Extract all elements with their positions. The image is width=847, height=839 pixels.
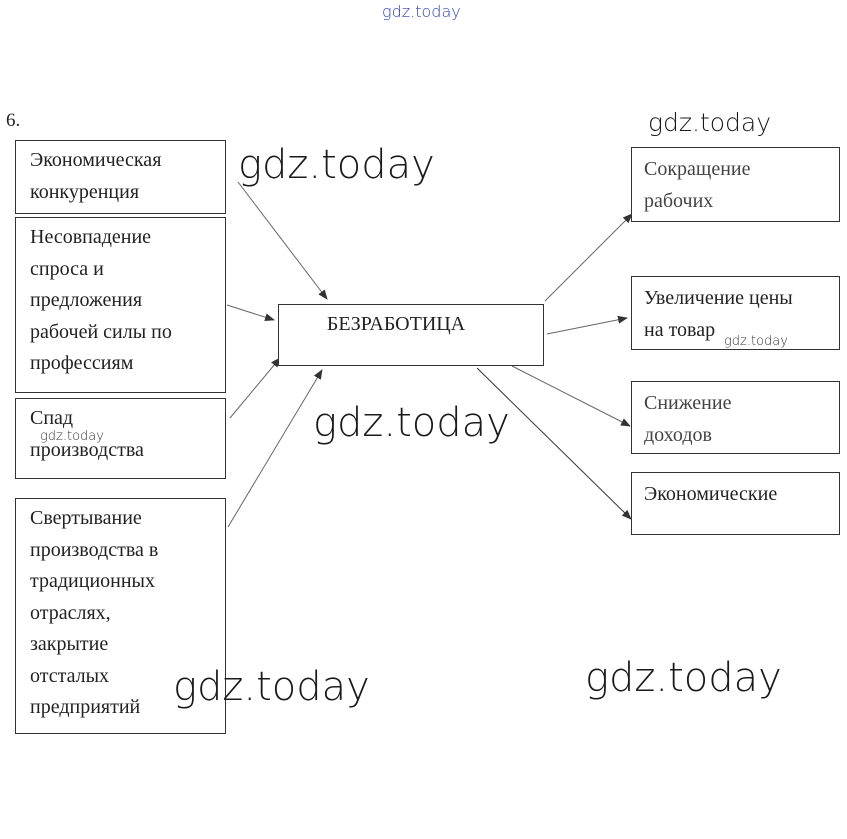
watermark-1: gdz.today [238, 142, 435, 188]
arrow-cause-2 [226, 304, 275, 322]
cause-box-industry-closure: Свертывание производства в традиционных … [15, 498, 226, 734]
task-number: 6. [6, 110, 21, 131]
effect-box-income-decrease: Снижение доходов [631, 381, 840, 454]
arrow-cause-3 [229, 357, 281, 419]
effect-box-price-increase: Увеличение цены на товар [631, 276, 840, 350]
arrow-cause-1 [237, 181, 328, 300]
watermark-2: gdz.today [648, 108, 772, 137]
center-box-unemployment: БЕЗРАБОТИЦА [278, 304, 544, 366]
effect-box-worker-cuts: Сокращение рабочих [631, 147, 840, 222]
effect-box-economic: Экономические [631, 472, 840, 535]
watermark-3: gdz.today [313, 400, 510, 446]
watermark-4: gdz.today [724, 334, 788, 349]
watermark-6: gdz.today [173, 664, 370, 710]
watermark-7: gdz.today [585, 655, 782, 701]
arrow-effect-2 [546, 315, 628, 335]
arrow-cause-4 [227, 369, 323, 528]
arrow-effect-3 [511, 365, 631, 427]
watermark-top: gdz.today [382, 2, 461, 21]
cause-box-production-decline: Спад производства [15, 398, 226, 479]
cause-box-competition: Экономическая конкуренция [15, 140, 226, 214]
cause-box-labor-mismatch: Несовпадение спроса и предложения рабоче… [15, 217, 226, 393]
arrow-effect-4 [476, 367, 632, 520]
watermark-5: gdz.today [40, 429, 104, 444]
arrow-effect-1 [544, 213, 633, 302]
